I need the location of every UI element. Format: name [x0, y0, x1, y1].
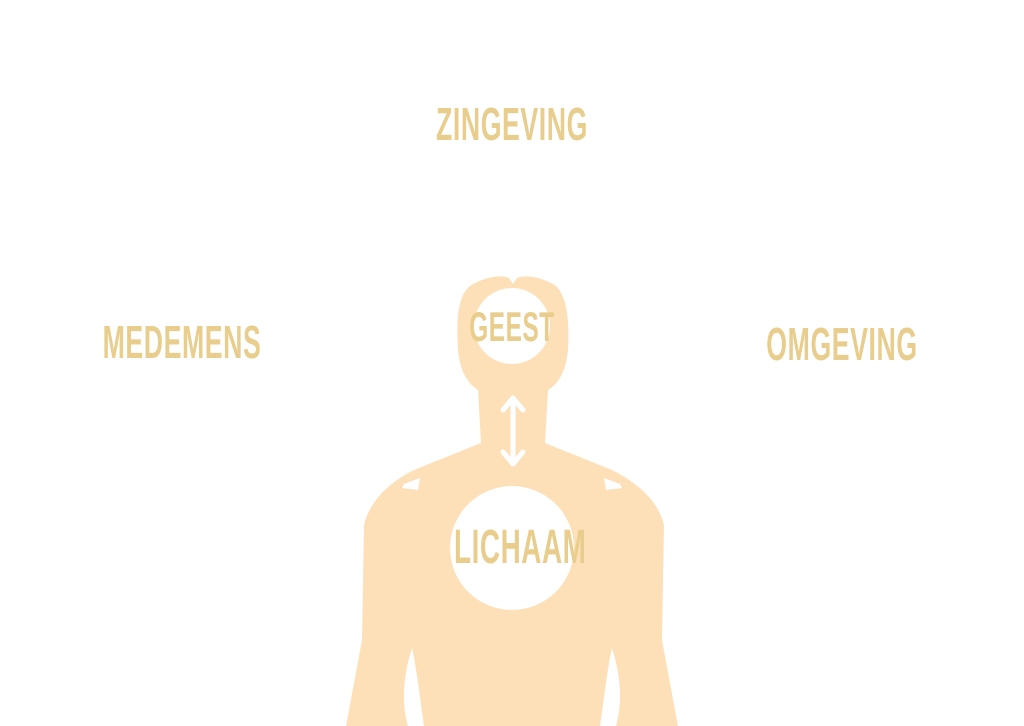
label-lichaam: LICHAAM: [454, 521, 587, 574]
arm-gap-left: [403, 648, 424, 726]
shoulder-notch-right: [604, 478, 622, 490]
double-arrow-icon: [500, 395, 526, 467]
shoulder-notch-left: [402, 478, 420, 490]
label-geest: GEEST: [469, 303, 555, 350]
chest-circle: [450, 486, 574, 610]
label-medemens: MEDEMENS: [102, 316, 262, 368]
label-omgeving: OMGEVING: [766, 318, 918, 370]
label-zingeving: ZINGEVING: [436, 98, 588, 150]
head-circle: [474, 288, 550, 364]
arm-gap-right: [600, 648, 621, 726]
